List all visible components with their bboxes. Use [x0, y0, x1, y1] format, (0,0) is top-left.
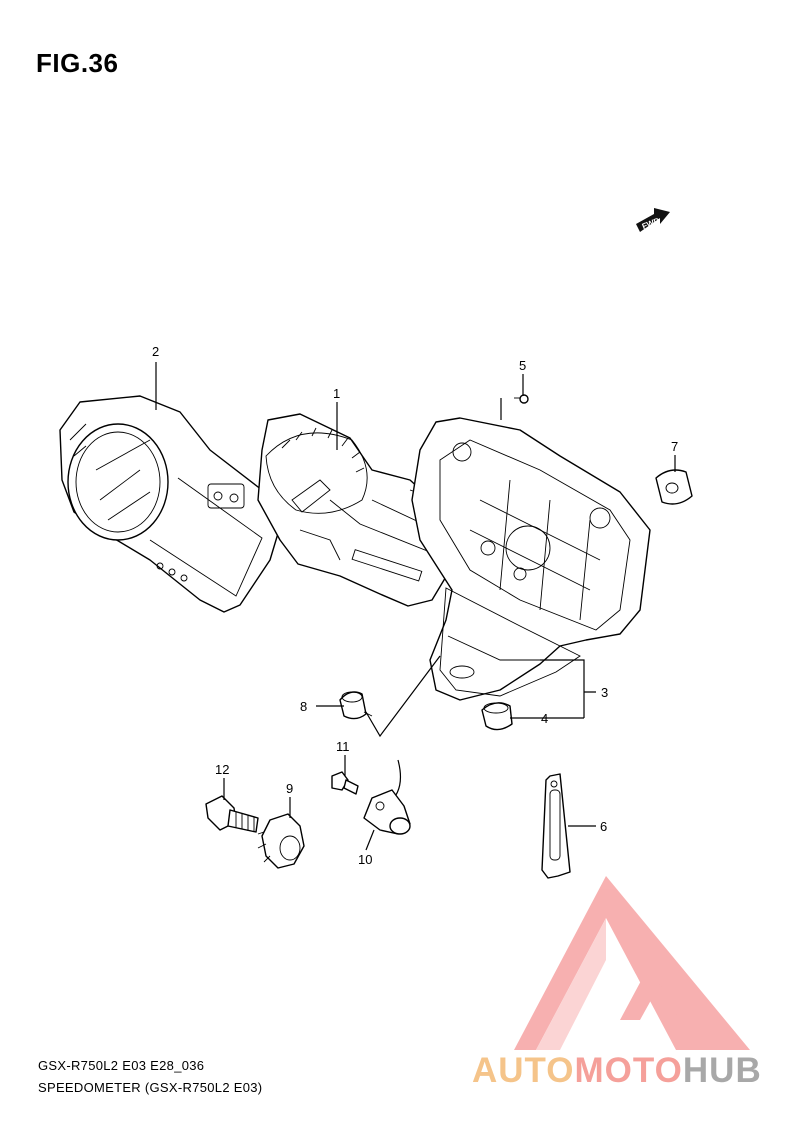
- callout-6: 6: [600, 819, 607, 834]
- footer-model-code: GSX-R750L2 E03 E28_036: [38, 1058, 205, 1073]
- part-8-nut: [339, 691, 373, 720]
- part-12-bolt: [205, 795, 259, 833]
- part-11-screw: [331, 771, 359, 795]
- part-7-grommet: [655, 469, 693, 505]
- callout-9: 9: [286, 781, 293, 796]
- callout-7: 7: [671, 439, 678, 454]
- callout-8: 8: [300, 699, 307, 714]
- callout-10: 10: [358, 852, 372, 867]
- watermark-moto: MOTO: [575, 1051, 683, 1090]
- callout-12: 12: [215, 762, 229, 777]
- part-6-strap: [541, 773, 571, 879]
- callout-2: 2: [152, 344, 159, 359]
- callout-4: 4: [541, 711, 548, 726]
- callout-5: 5: [519, 358, 526, 373]
- callout-3: 3: [601, 685, 608, 700]
- callout-11: 11: [336, 739, 350, 754]
- part-5-screw: [514, 394, 529, 404]
- leader-lines: [155, 362, 676, 851]
- watermark-logo-icon: [514, 876, 750, 1050]
- fwd-arrow-icon: FWD: [636, 208, 670, 232]
- part-4-cushion: [481, 702, 513, 731]
- watermark-text: AUTOMOTOHUB: [472, 1051, 762, 1090]
- part-2-meter-cover: [59, 395, 283, 613]
- part-10-speed-sensor: [363, 759, 411, 835]
- part-9-gear: [257, 813, 305, 869]
- watermark-hub: HUB: [683, 1051, 762, 1090]
- footer-description: SPEEDOMETER (GSX-R750L2 E03): [38, 1080, 263, 1095]
- fwd-label: FWD: [641, 216, 661, 231]
- callout-1: 1: [333, 386, 340, 401]
- watermark-auto: AUTO: [472, 1051, 575, 1090]
- part-1-meter-assembly: [257, 413, 457, 607]
- part-3-meter-case: [411, 417, 651, 701]
- figure-title: FIG.36: [36, 48, 119, 78]
